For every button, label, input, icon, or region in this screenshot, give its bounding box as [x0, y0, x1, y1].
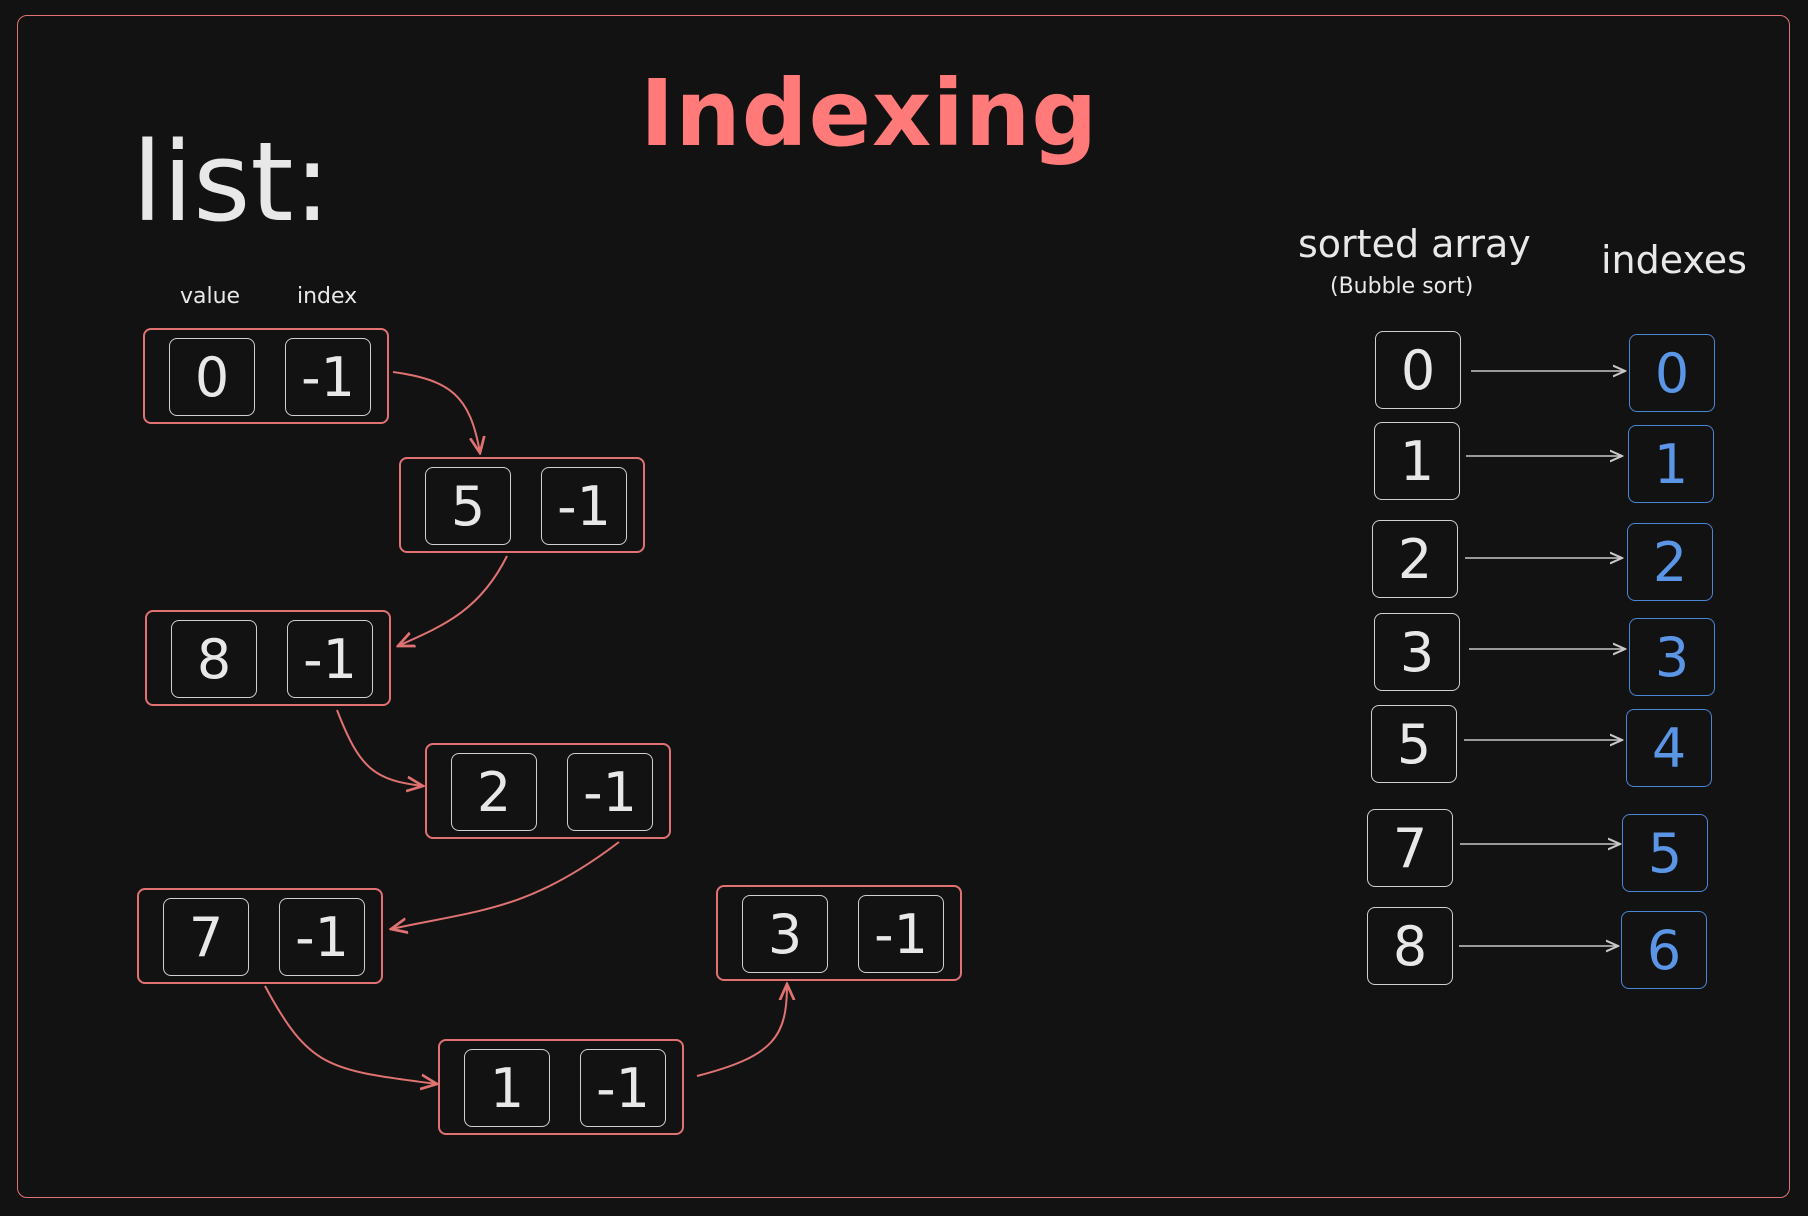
node-value-cell: 8 — [171, 620, 257, 698]
list-node: 8 -1 — [145, 610, 391, 706]
list-node: 3 -1 — [716, 885, 962, 981]
sorted-array-cell: 7 — [1367, 809, 1453, 887]
arrow-node-1-to-2 — [398, 555, 508, 646]
sorted-array-cell: 1 — [1374, 422, 1460, 500]
value-column-label: value — [180, 284, 241, 309]
sorted-array-cell: 3 — [1374, 613, 1460, 691]
list-node: 1 -1 — [438, 1039, 684, 1135]
sorted-array-cell: 2 — [1372, 520, 1458, 598]
index-cell: 6 — [1621, 911, 1707, 989]
list-node: 5 -1 — [399, 457, 645, 553]
list-node: 7 -1 — [137, 888, 383, 984]
index-cell: 1 — [1628, 425, 1714, 503]
sorted-array-subheading: (Bubble sort) — [1330, 274, 1474, 299]
sorted-array-heading: sorted array — [1298, 222, 1531, 266]
node-index-cell: -1 — [580, 1049, 666, 1127]
index-cell: 5 — [1622, 814, 1708, 892]
arrow-node-3-to-4 — [391, 841, 620, 929]
node-index-cell: -1 — [858, 895, 944, 973]
index-cell: 0 — [1629, 334, 1715, 412]
arrow-node-5-to-6 — [696, 984, 787, 1077]
node-value-cell: 2 — [451, 753, 537, 831]
node-index-cell: -1 — [279, 898, 365, 976]
node-index-cell: -1 — [285, 338, 371, 416]
arrow-node-2-to-3 — [336, 709, 423, 786]
node-index-cell: -1 — [567, 753, 653, 831]
diagram-frame — [17, 15, 1790, 1198]
node-index-cell: -1 — [541, 467, 627, 545]
arrow-node-4-to-5 — [264, 985, 437, 1084]
index-cell: 2 — [1627, 523, 1713, 601]
index-cell: 3 — [1629, 618, 1715, 696]
index-cell: 4 — [1626, 709, 1712, 787]
sorted-array-cell: 5 — [1371, 705, 1457, 783]
list-node: 0 -1 — [143, 328, 389, 424]
node-value-cell: 1 — [464, 1049, 550, 1127]
node-value-cell: 7 — [163, 898, 249, 976]
node-value-cell: 5 — [425, 467, 511, 545]
sorted-array-cell: 8 — [1367, 907, 1453, 985]
list-node: 2 -1 — [425, 743, 671, 839]
arrow-node-0-to-1 — [392, 371, 480, 453]
node-index-cell: -1 — [287, 620, 373, 698]
diagram-title: Indexing — [640, 60, 1099, 167]
list-label: list: — [132, 118, 331, 246]
sorted-array-cell: 0 — [1375, 331, 1461, 409]
index-column-label: index — [297, 284, 358, 309]
node-value-cell: 0 — [169, 338, 255, 416]
node-value-cell: 3 — [742, 895, 828, 973]
indexes-heading: indexes — [1601, 238, 1747, 282]
